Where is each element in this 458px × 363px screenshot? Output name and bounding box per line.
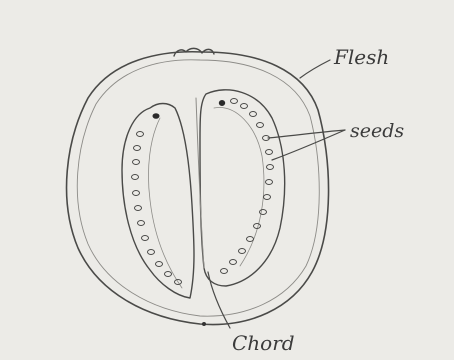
right-locule-inner-line xyxy=(214,108,264,266)
seed xyxy=(137,132,144,137)
tomato-outer-outline xyxy=(67,52,329,325)
left-dark-seed xyxy=(153,113,160,119)
seed xyxy=(142,236,149,241)
seed xyxy=(135,206,142,211)
seed xyxy=(165,272,172,277)
left-seeds xyxy=(132,132,182,285)
seeds-label: seeds xyxy=(350,120,404,142)
seed xyxy=(241,104,248,109)
flesh-leader-line xyxy=(300,60,330,78)
right-locule xyxy=(200,90,285,286)
seed xyxy=(267,165,274,170)
tomato-inner-skin-line xyxy=(77,60,319,316)
seed xyxy=(138,221,145,226)
seed xyxy=(250,112,257,117)
seed xyxy=(132,175,139,180)
left-locule xyxy=(122,104,194,299)
seeds-leader-line-upper xyxy=(268,130,345,138)
left-locule-inner-line xyxy=(148,118,182,288)
bottom-dot xyxy=(202,322,206,326)
seed xyxy=(133,160,140,165)
seed xyxy=(239,249,246,254)
seed xyxy=(257,123,264,128)
chord-label: Chord xyxy=(232,331,295,355)
seed xyxy=(266,150,273,155)
seed xyxy=(148,250,155,255)
seed xyxy=(264,195,271,200)
seed xyxy=(221,269,228,274)
seed xyxy=(134,146,141,151)
seeds-leader-line-lower xyxy=(272,130,345,160)
seed xyxy=(266,180,273,185)
seed xyxy=(247,237,254,242)
seed xyxy=(156,262,163,267)
right-dark-seed xyxy=(219,100,225,106)
seed xyxy=(231,99,238,104)
flesh-label: Flesh xyxy=(333,45,389,69)
chord-leader-line xyxy=(208,272,230,328)
right-seeds xyxy=(221,99,274,274)
seed xyxy=(133,191,140,196)
seed xyxy=(230,260,237,265)
seed xyxy=(260,210,267,215)
seed xyxy=(254,224,261,229)
